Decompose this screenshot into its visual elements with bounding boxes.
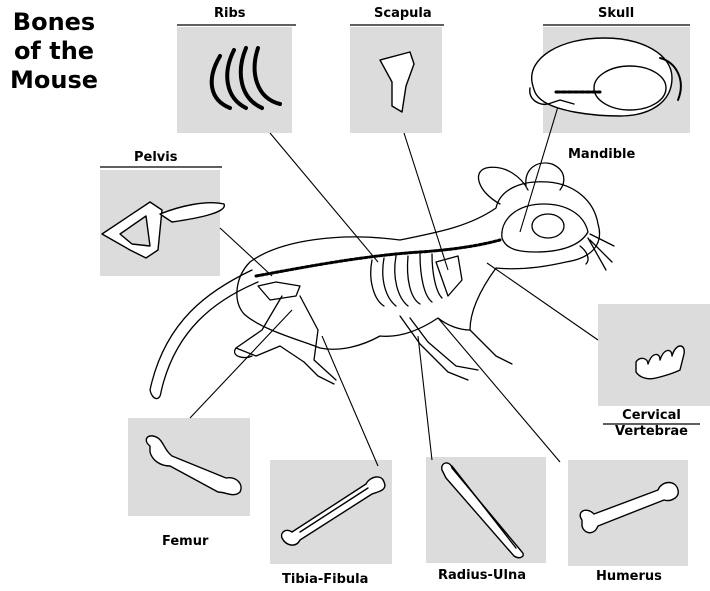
mouse-front-leg-far (470, 330, 512, 364)
leader-lines (190, 100, 598, 466)
mouse-tail (150, 270, 258, 399)
ribs-label: Ribs (214, 6, 246, 21)
mandible-label: Mandible (568, 147, 635, 162)
ribs-leader (270, 133, 378, 262)
tibia-leader (322, 336, 378, 466)
mouse-incisor (580, 246, 588, 264)
femur-label: Femur (162, 534, 208, 549)
skull-leader (520, 100, 560, 232)
ribs-panel (177, 27, 292, 133)
scapula-label: Scapula (374, 6, 432, 21)
mouse-ear-back (478, 167, 528, 204)
cervical-leader (487, 263, 598, 340)
mouse-hind-leg-bones (300, 296, 336, 380)
diagram-title: Bones of the Mouse (4, 8, 104, 95)
skull-label: Skull (598, 6, 634, 21)
femur-leader (190, 310, 292, 418)
mouse-body-outline (237, 182, 600, 350)
mouse-eye-socket (532, 214, 564, 238)
pelvis-leader (220, 228, 272, 276)
humerus-label: Humerus (596, 569, 662, 584)
pelvis-label: Pelvis (134, 150, 177, 165)
cervical-vertebrae-label: Cervical Vertebrae (603, 408, 700, 440)
mouse-ear-front (526, 163, 564, 190)
radius-ulna-label: Radius-Ulna (438, 568, 526, 583)
mouse-spine (256, 240, 500, 276)
mouse-skull-outline (502, 204, 588, 252)
mouse-scapula (436, 256, 462, 296)
mouse-pelvis (258, 282, 300, 300)
mouse-ribcage (371, 254, 442, 306)
mouse-front-leg (400, 316, 468, 380)
mouse-hind-leg (236, 296, 334, 384)
humerus-leader (438, 318, 560, 462)
tibia-fibula-label: Tibia-Fibula (282, 572, 368, 587)
